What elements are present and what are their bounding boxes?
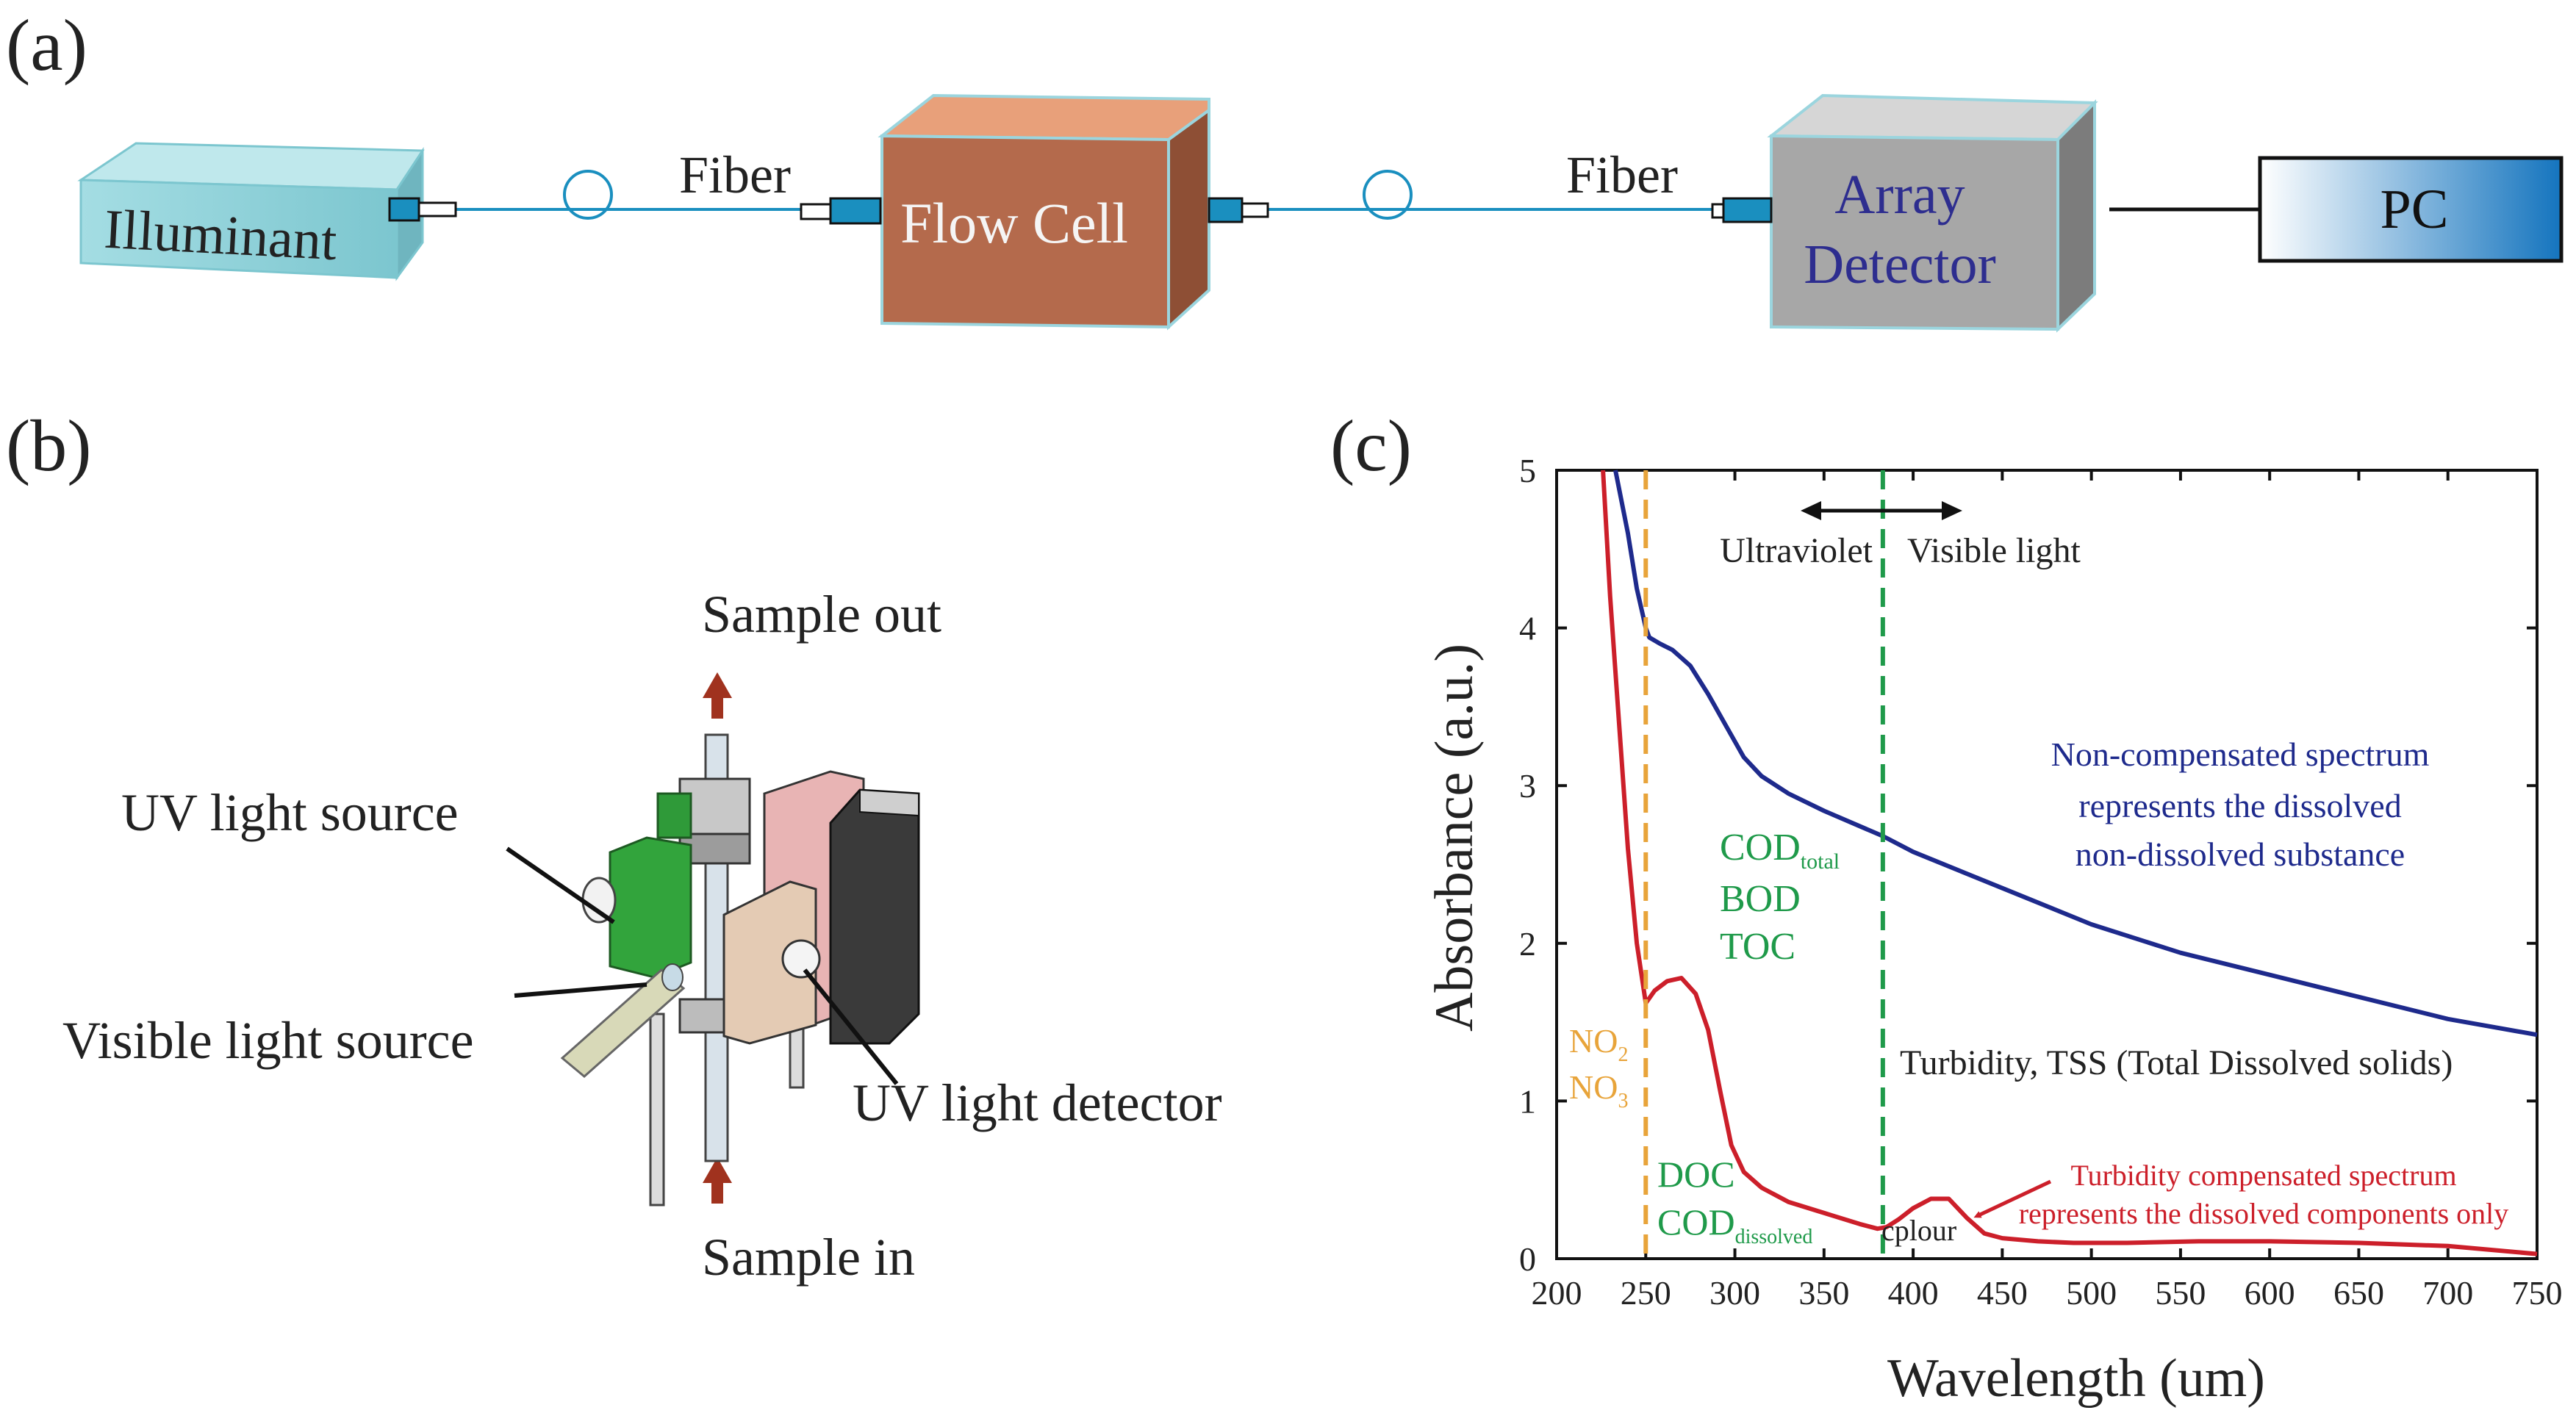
toc-label: TOC bbox=[1720, 926, 1795, 968]
turbidity-compensated-line1: Turbidity compensated spectrum bbox=[2070, 1159, 2456, 1192]
chart-vlines bbox=[1643, 470, 1885, 1259]
turbidity-compensated-pointer bbox=[1973, 1179, 2052, 1218]
visible-source-pointer bbox=[514, 982, 647, 998]
x-tick-label: 350 bbox=[1798, 1274, 1849, 1312]
y-tick-label: 0 bbox=[1519, 1240, 1536, 1278]
sample-in-label: Sample in bbox=[702, 1228, 915, 1287]
pc-box: PC bbox=[2258, 156, 2564, 263]
array-detector-label-line2: Detector bbox=[1804, 234, 1996, 295]
x-tick-label: 300 bbox=[1709, 1274, 1760, 1312]
x-tick-label: 550 bbox=[2155, 1274, 2206, 1312]
panel-c-label: (c) bbox=[1330, 405, 1412, 486]
fiber-label-1: Fiber bbox=[679, 145, 791, 204]
cod-total-label: CODtotal bbox=[1720, 827, 1840, 874]
fiber-connector-4-icon bbox=[1711, 197, 1773, 223]
panel-a: (a) Fiber Fiber Illuminant Flow Cell bbox=[6, 4, 2564, 333]
turbidity-compensated-spectrum-line bbox=[1601, 470, 2538, 1256]
fiber-label-2: Fiber bbox=[1566, 145, 1678, 204]
x-tick-label: 200 bbox=[1532, 1274, 1582, 1312]
y-tick-label: 4 bbox=[1519, 610, 1536, 647]
x-axis-label: Wavelength (um) bbox=[1887, 1348, 2265, 1409]
non-compensated-line3: non-dissolved substance bbox=[2075, 835, 2405, 873]
y-tick-label: 3 bbox=[1519, 767, 1536, 805]
uv-visible-double-arrow-icon bbox=[1801, 501, 1962, 520]
cod-dissolved-label: CODdissolved bbox=[1657, 1201, 1812, 1248]
chart-curves bbox=[1601, 470, 2538, 1256]
sample-out-label: Sample out bbox=[702, 585, 941, 644]
pc-label: PC bbox=[2381, 179, 2449, 240]
x-tick-label: 600 bbox=[2245, 1274, 2295, 1312]
x-tick-label: 500 bbox=[2066, 1274, 2117, 1312]
uv-detector-label: UV light detector bbox=[853, 1074, 1222, 1132]
no2-label: NO2 bbox=[1569, 1022, 1628, 1066]
sample-in-arrow-icon bbox=[703, 1157, 732, 1204]
x-tick-label: 650 bbox=[2333, 1274, 2384, 1312]
fiber-connector-2-icon bbox=[800, 197, 882, 225]
array-detector-label-line1: Array bbox=[1834, 164, 1965, 226]
non-compensated-line1: Non-compensated spectrum bbox=[2051, 736, 2430, 773]
panel-b-label: (b) bbox=[6, 405, 92, 486]
x-tick-label: 700 bbox=[2422, 1274, 2473, 1312]
panel-a-label: (a) bbox=[6, 4, 87, 86]
fiber-connector-3-icon bbox=[1208, 197, 1269, 223]
non-compensated-spectrum-line bbox=[1613, 470, 2538, 1038]
ultraviolet-label: Ultraviolet bbox=[1720, 531, 1873, 570]
no3-label: NO3 bbox=[1569, 1068, 1628, 1112]
y-tick-label: 1 bbox=[1519, 1082, 1536, 1120]
illuminant-label: Illuminant bbox=[103, 198, 339, 272]
fiber-connector-1-icon bbox=[388, 197, 457, 222]
fiber-coil-1-icon bbox=[563, 170, 613, 220]
uv-source-pointer bbox=[506, 846, 615, 924]
colour-label: cplour bbox=[1881, 1214, 1956, 1247]
x-tick-label: 400 bbox=[1888, 1274, 1939, 1312]
panel-b: (b) Sample out Sample in UV light source… bbox=[6, 405, 1222, 1287]
y-tick-label: 5 bbox=[1519, 452, 1536, 489]
flow-cell-box: Flow Cell bbox=[878, 93, 1210, 331]
chart-ticks: 200 250 300 350 400 450 500 550 600 650 700 750 0 1 2 3… bbox=[1519, 452, 2563, 1312]
turbidity-compensated-line2: represents the dissolved components only bbox=[2019, 1197, 2509, 1230]
bod-label: BOD bbox=[1720, 878, 1801, 920]
plot-frame bbox=[1555, 469, 2539, 1260]
x-tick-label: 450 bbox=[1977, 1274, 2028, 1312]
illuminant-box: Illuminant bbox=[77, 142, 425, 281]
absorbance-chart: 200 250 300 350 400 450 500 550 600 650 700 750 0 1 2 3… bbox=[1424, 452, 2563, 1409]
fiber-coil-2-icon bbox=[1363, 170, 1413, 220]
uv-source-label: UV light source bbox=[121, 783, 459, 842]
x-tick-label: 750 bbox=[2512, 1274, 2563, 1312]
array-detector-box: Array Detector bbox=[1767, 93, 2098, 333]
visible-source-label: Visible light source bbox=[62, 1011, 474, 1070]
x-tick-label: 250 bbox=[1621, 1274, 1671, 1312]
turbidity-tss-label: Turbidity, TSS (Total Dissolved solids) bbox=[1900, 1043, 2453, 1082]
flow-cell-device-illustration bbox=[560, 733, 920, 1207]
doc-label: DOC bbox=[1657, 1154, 1735, 1195]
visible-light-label: Visible light bbox=[1907, 531, 2081, 570]
non-compensated-line2: represents the dissolved bbox=[2078, 787, 2401, 824]
y-axis-label: Absorbance (a.u.) bbox=[1424, 644, 1485, 1032]
flow-cell-label: Flow Cell bbox=[900, 191, 1128, 255]
sample-out-arrow-icon bbox=[703, 672, 732, 719]
y-tick-label: 2 bbox=[1519, 925, 1536, 963]
uv-detector-pointer bbox=[803, 968, 899, 1085]
